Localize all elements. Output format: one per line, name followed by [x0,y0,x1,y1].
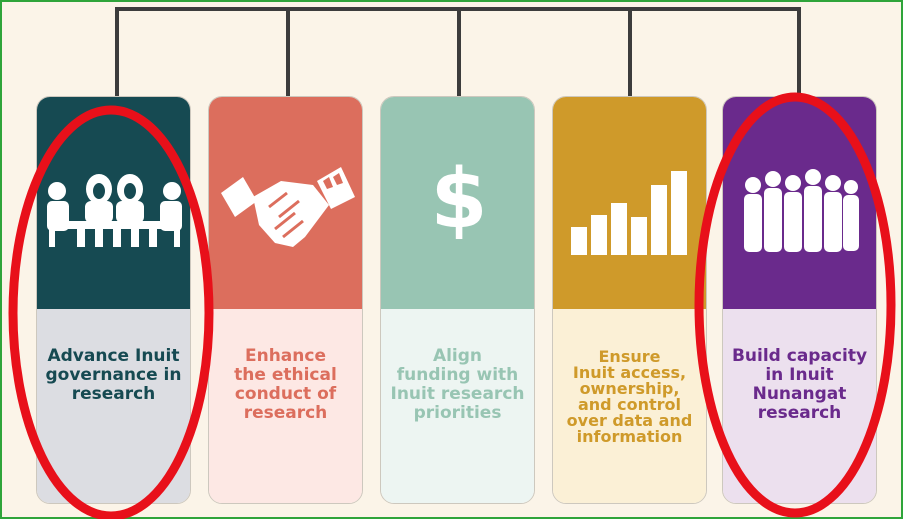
card-ethics-header [209,97,362,309]
card-capacity-header [723,97,876,309]
card-capacity-label: Build capacity in Inuit Nunangat researc… [731,346,868,423]
card-ethics: Enhance the ethical conduct of research [208,96,363,504]
card-governance-label: Advance Inuit governance in research [45,346,182,404]
card-governance: Advance Inuit governance in research [36,96,191,504]
card-capacity-body: Build capacity in Inuit Nunangat researc… [723,309,876,503]
card-data-access-label: Ensure Inuit access, ownership, and cont… [566,347,693,446]
svg-text:$: $ [430,152,487,247]
card-funding-body: Align funding with Inuit research priori… [381,309,534,503]
card-funding-header: $ [381,97,534,309]
card-data-access: Ensure Inuit access, ownership, and cont… [552,96,707,504]
dollar-sign-icon: $ [430,152,487,247]
card-data-access-body: Ensure Inuit access, ownership, and cont… [553,309,706,503]
card-capacity: Build capacity in Inuit Nunangat researc… [722,96,877,504]
card-ethics-body: Enhance the ethical conduct of research [209,309,362,503]
bar-chart-icon [571,171,687,255]
card-governance-header [37,97,190,309]
group-silhouette-icon [744,169,859,252]
card-funding: $ Align funding with Inuit research prio… [380,96,535,504]
card-governance-body: Advance Inuit governance in research [37,309,190,503]
handshake-icon [221,167,355,247]
card-funding-label: Align funding with Inuit research priori… [390,346,525,423]
card-ethics-label: Enhance the ethical conduct of research [234,346,337,423]
people-at-table-icon [47,174,182,247]
card-data-access-header [553,97,706,309]
